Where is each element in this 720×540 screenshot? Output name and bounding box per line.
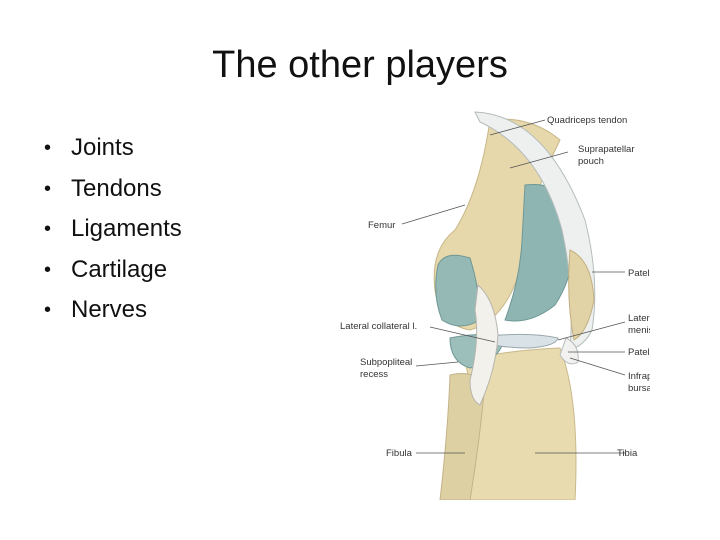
knee-anatomy-illustration: Quadriceps tendon Suprapatellar pouch Fe… (340, 111, 650, 500)
bullet-text: Ligaments (71, 215, 182, 242)
label-patella: Patella (628, 268, 650, 279)
bullet-dot-icon: • (44, 218, 52, 240)
label-suprapatellar-pouch-line2: pouch (578, 156, 604, 167)
label-patellar-ligament: Patellar l. (628, 347, 650, 358)
bullet-text: Nerves (71, 296, 148, 323)
label-tibia: Tibia (617, 448, 638, 459)
knee-anatomy-figure: Quadriceps tendon Suprapatellar pouch Fe… (330, 100, 650, 500)
label-lateral-meniscus: Lateral (628, 313, 650, 324)
bullet-text: Joints (71, 134, 134, 161)
label-femur: Femur (368, 220, 395, 231)
label-quadriceps-tendon: Quadriceps tendon (547, 115, 627, 126)
label-infrapatellar-bursa: Infrapatellar (628, 371, 650, 382)
bullet-text: Cartilage (71, 255, 168, 283)
label-subpopliteal-recess-line2: recess (360, 369, 388, 380)
bullet-item: • Joints (44, 128, 182, 169)
label-subpopliteal-recess: Subpopliteal (360, 357, 412, 368)
label-lateral-collateral: Lateral collateral l. (340, 321, 417, 332)
bullet-item: • Ligaments (44, 209, 182, 250)
label-suprapatellar-pouch: Suprapatellar (578, 144, 635, 155)
bullet-item: • Tendons (44, 169, 182, 210)
lateral-meniscus (489, 333, 559, 349)
bullet-dot-icon: • (44, 137, 52, 159)
bullet-dot-icon: • (44, 177, 52, 200)
bullet-text: Tendons (71, 174, 162, 202)
slide-title: The other players (212, 44, 508, 86)
lateral-collateral-ligament (469, 283, 499, 406)
bullet-dot-icon: • (44, 299, 52, 321)
bullet-item: • Cartilage (44, 250, 182, 291)
label-lateral-meniscus-line2: meniscus (628, 325, 650, 336)
bullet-item: • Nerves (44, 290, 182, 331)
label-fibula: Fibula (386, 448, 413, 459)
label-infrapatellar-bursa-line2: bursa (628, 383, 650, 394)
patellar-ligament (559, 337, 579, 365)
patella-bone (568, 249, 595, 341)
bullet-dot-icon: • (44, 258, 52, 281)
bullet-list: • Joints • Tendons • Ligaments • Cartilage •… (44, 128, 182, 331)
